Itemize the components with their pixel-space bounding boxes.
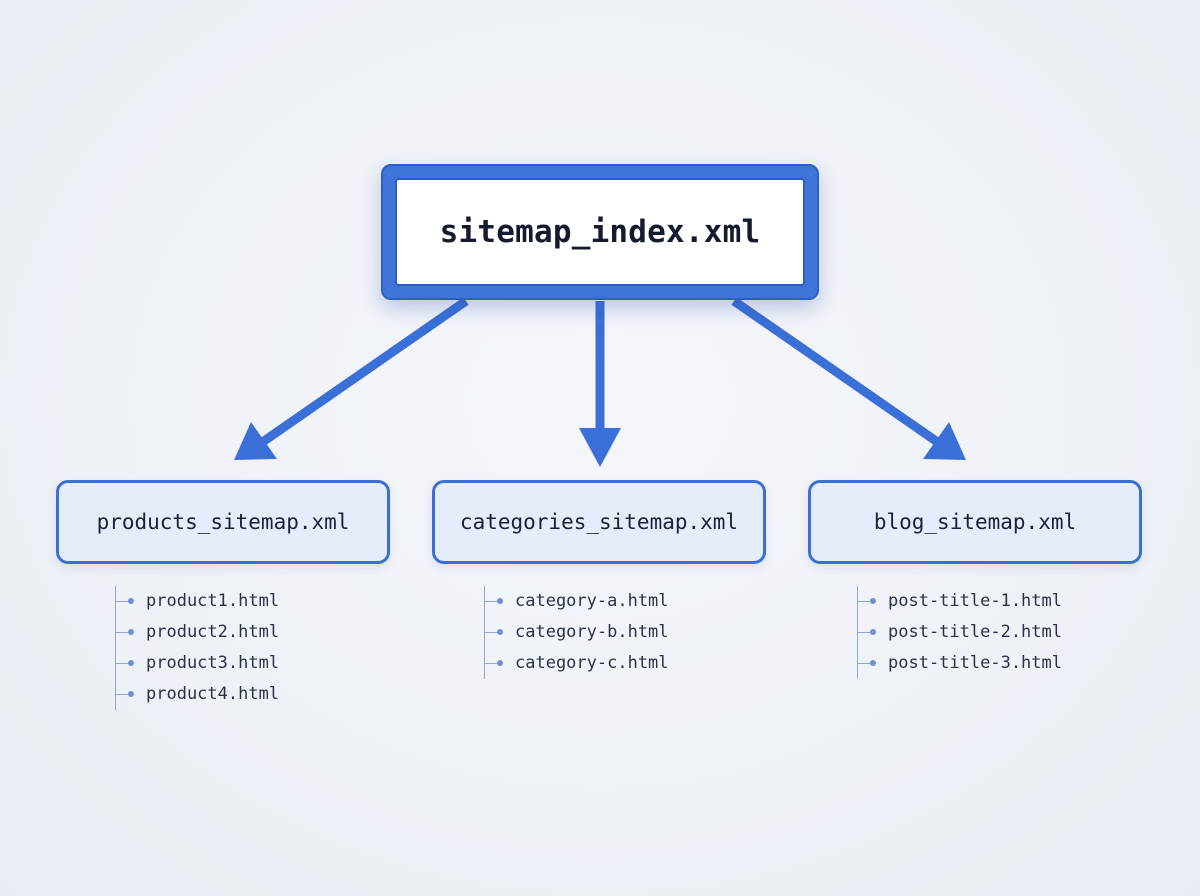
blog-file-list: post-title-1.html post-title-2.html post…: [857, 586, 1062, 679]
tree-rail: [115, 586, 116, 710]
bullet-dot: [128, 691, 134, 697]
arrow-to-blog: [731, 297, 966, 460]
list-item: product1.html: [115, 586, 279, 617]
file-name: product4.html: [146, 684, 280, 704]
sitemap-index-label: sitemap_index.xml: [439, 214, 761, 250]
categories-sitemap-node: categories_sitemap.xml: [432, 480, 766, 564]
sitemap-index-node: sitemap_index.xml: [381, 164, 819, 300]
list-item: product4.html: [115, 679, 279, 710]
tree-branch: [857, 663, 871, 664]
bullet-dot: [128, 629, 134, 635]
products-file-list: product1.html product2.html product3.htm…: [115, 586, 279, 710]
list-item: post-title-1.html: [857, 586, 1062, 617]
list-item: product3.html: [115, 648, 279, 679]
bullet-dot: [497, 598, 503, 604]
file-name: category-a.html: [515, 591, 669, 611]
tree-branch: [484, 632, 498, 633]
file-name: category-b.html: [515, 622, 669, 642]
bullet-dot: [870, 598, 876, 604]
blog-sitemap-label: blog_sitemap.xml: [873, 510, 1077, 534]
file-name: category-c.html: [515, 653, 669, 673]
sitemap-index-inner: sitemap_index.xml: [395, 178, 805, 286]
list-item: post-title-2.html: [857, 617, 1062, 648]
tree-branch: [484, 663, 498, 664]
tree-branch: [115, 694, 129, 695]
blog-sitemap-node: blog_sitemap.xml: [808, 480, 1142, 564]
bullet-dot: [128, 598, 134, 604]
file-name: product2.html: [146, 622, 280, 642]
list-item: category-a.html: [484, 586, 669, 617]
categories-file-list: category-a.html category-b.html category…: [484, 586, 669, 679]
file-name: post-title-2.html: [888, 622, 1062, 642]
products-sitemap-node: products_sitemap.xml: [56, 480, 390, 564]
products-sitemap-label: products_sitemap.xml: [96, 510, 350, 534]
file-name: post-title-1.html: [888, 591, 1062, 611]
file-name: product1.html: [146, 591, 280, 611]
arrow-to-products: [234, 297, 469, 460]
list-item: category-b.html: [484, 617, 669, 648]
list-item: product2.html: [115, 617, 279, 648]
tree-branch: [115, 601, 129, 602]
bullet-dot: [497, 660, 503, 666]
tree-branch: [484, 601, 498, 602]
file-name: product3.html: [146, 653, 280, 673]
tree-branch: [115, 663, 129, 664]
bullet-dot: [128, 660, 134, 666]
file-name: post-title-3.html: [888, 653, 1062, 673]
list-item: category-c.html: [484, 648, 669, 679]
arrow-to-categories: [579, 301, 621, 467]
categories-sitemap-label: categories_sitemap.xml: [459, 510, 739, 534]
list-item: post-title-3.html: [857, 648, 1062, 679]
bullet-dot: [870, 629, 876, 635]
tree-branch: [857, 601, 871, 602]
tree-branch: [857, 632, 871, 633]
tree-branch: [115, 632, 129, 633]
bullet-dot: [870, 660, 876, 666]
bullet-dot: [497, 629, 503, 635]
